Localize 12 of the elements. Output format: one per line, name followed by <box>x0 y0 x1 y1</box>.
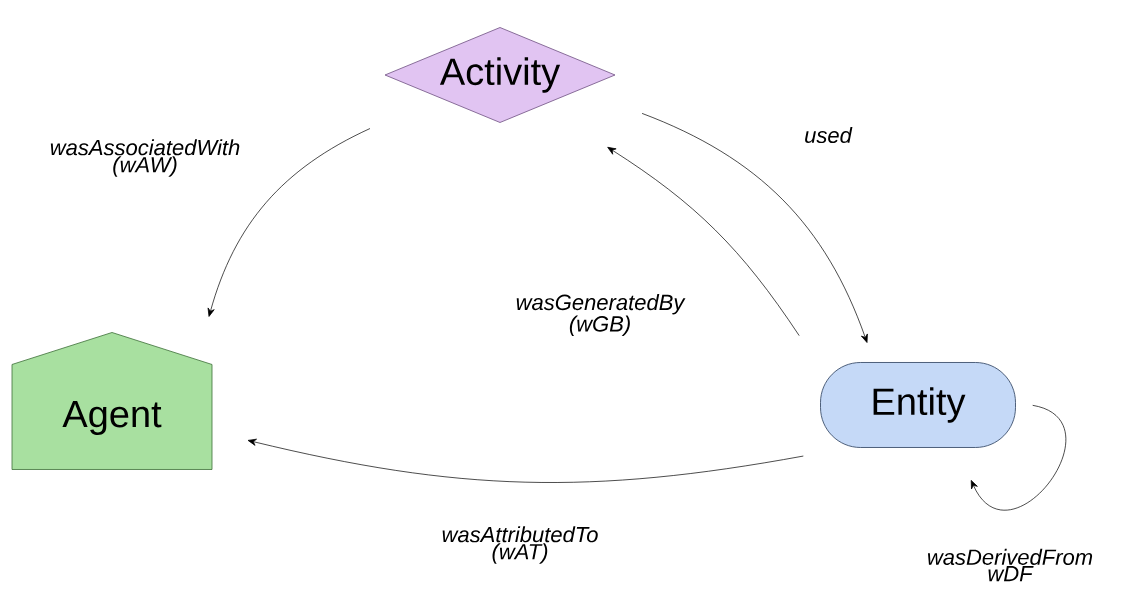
edge-label: wasAssociatedWith (wAW) <box>50 139 240 177</box>
edge-label: wasAttributedTo (wAT) <box>442 526 598 564</box>
edge-label: wasDerivedFrom wDF <box>927 548 1093 582</box>
arrow <box>207 128 371 317</box>
arrow <box>607 146 800 336</box>
edge-label: wasGeneratedBy (wGB) <box>516 294 686 336</box>
agent-pentagon: Agent <box>11 332 213 470</box>
entity-box: Entity <box>820 362 1016 448</box>
arrow <box>970 404 1067 511</box>
arrow <box>247 438 804 483</box>
edge-label: used <box>805 126 853 144</box>
arrow <box>641 113 868 343</box>
